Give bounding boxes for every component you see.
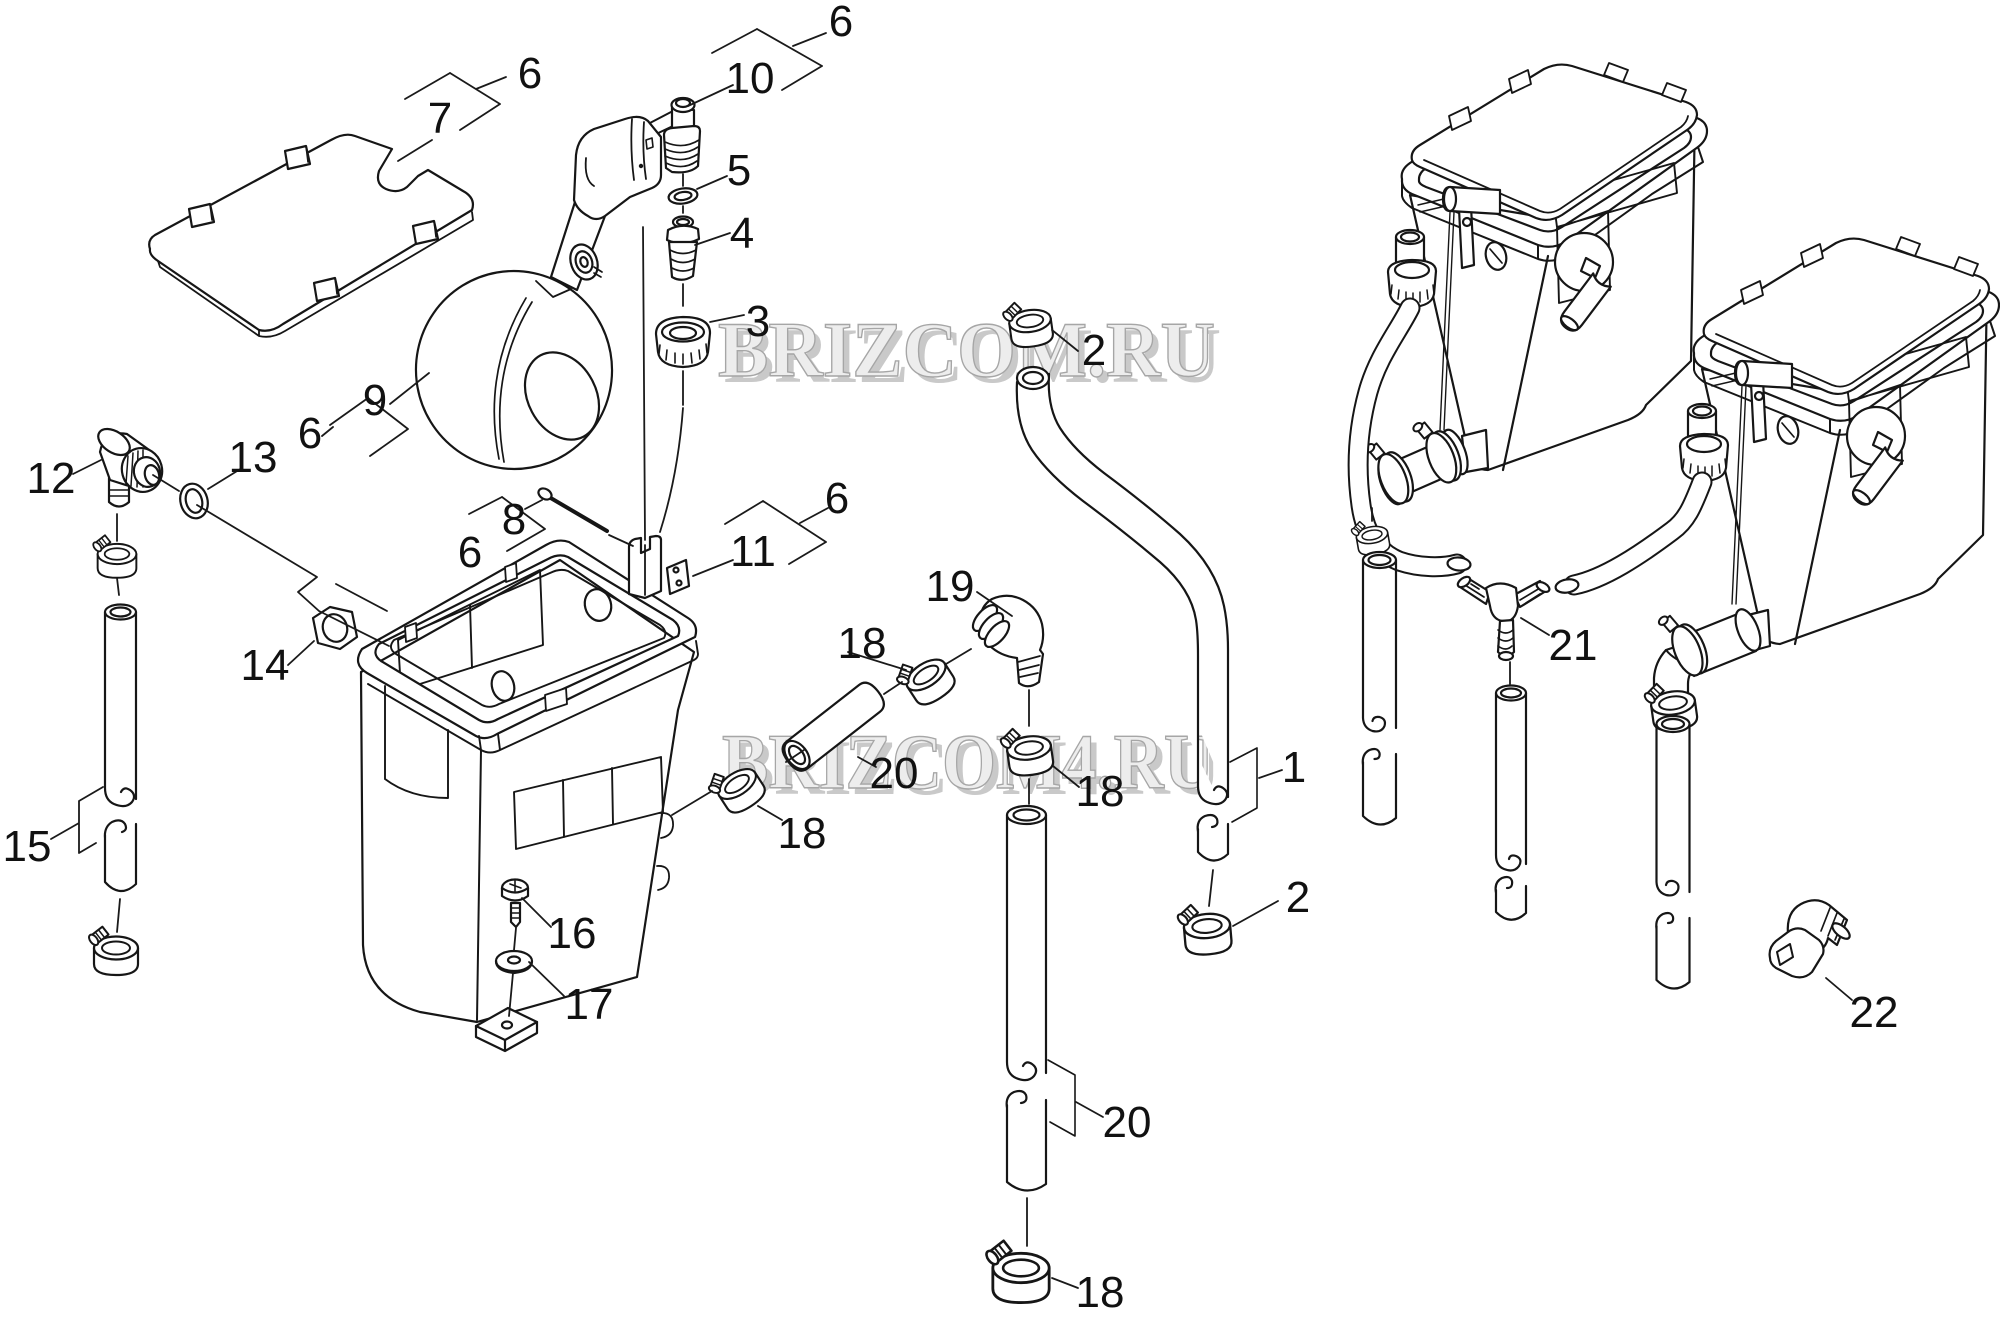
svg-text:22: 22 [1850,988,1899,1037]
svg-text:12: 12 [27,454,76,503]
svg-text:4: 4 [730,209,754,258]
svg-text:18: 18 [1076,1268,1125,1317]
svg-text:2: 2 [1082,326,1106,375]
svg-text:14: 14 [241,641,290,690]
svg-text:1: 1 [1282,743,1306,792]
svg-text:19: 19 [926,562,975,611]
svg-text:13: 13 [229,433,278,482]
svg-text:6: 6 [458,528,482,577]
svg-text:17: 17 [565,980,614,1029]
svg-text:7: 7 [428,94,452,143]
svg-text:18: 18 [1076,767,1125,816]
svg-text:BRIZCOM.RU: BRIZCOM.RU [718,306,1215,393]
svg-text:8: 8 [502,495,526,544]
svg-text:10: 10 [726,54,775,103]
svg-text:16: 16 [548,909,597,958]
svg-text:9: 9 [363,376,387,425]
svg-text:21: 21 [1549,621,1598,670]
svg-text:18: 18 [778,809,827,858]
svg-text:20: 20 [1103,1098,1152,1147]
svg-text:6: 6 [518,49,542,98]
svg-text:11: 11 [730,527,776,576]
svg-text:15: 15 [3,822,52,871]
svg-text:3: 3 [746,297,770,346]
svg-text:5: 5 [727,146,751,195]
svg-text:6: 6 [829,0,853,46]
svg-text:20: 20 [870,749,919,798]
svg-text:2: 2 [1286,873,1310,922]
svg-text:18: 18 [838,619,887,668]
svg-text:6: 6 [825,474,849,523]
svg-text:BRIZCOM.RU: BRIZCOM.RU [724,312,1221,399]
svg-text:6: 6 [298,409,322,458]
